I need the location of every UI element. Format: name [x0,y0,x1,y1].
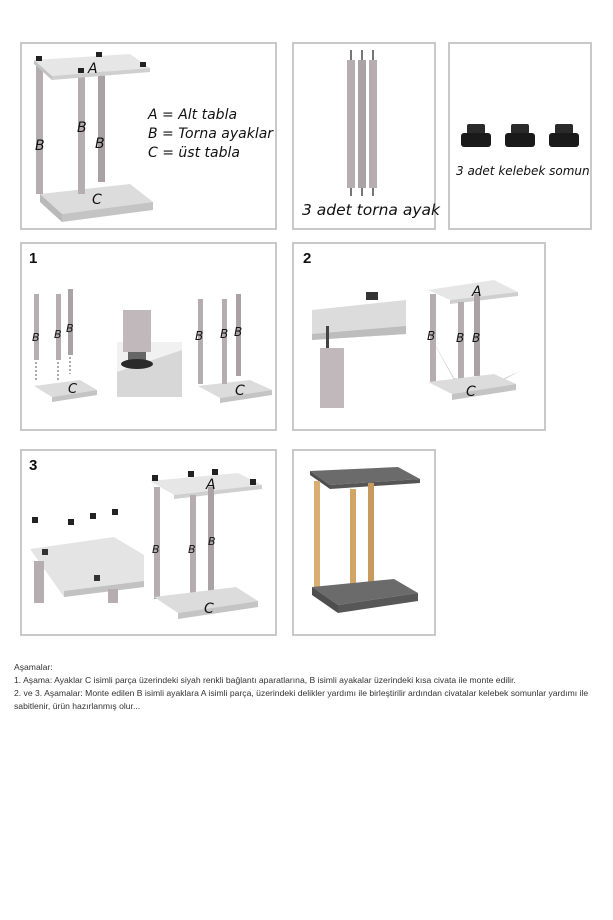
instructions-step-2-3: 2. ve 3. Aşamalar: Monte edilen B isimli… [14,688,589,711]
label-a: A [205,477,216,493]
step-1-number: 1 [29,250,38,267]
label-b-right: B [95,136,105,152]
legend-item-b: B = Torna ayaklar [148,126,274,142]
finished-product-panel [292,449,436,636]
instructions-heading: Aşamalar: [14,662,53,672]
label-c: C [68,382,78,397]
label-b: B [456,331,464,345]
step-2-panel: 2 A B B B C [292,242,546,431]
parts-legend: A = Alt tabla B = Torna ayaklar C = üst … [148,106,273,163]
label-c: C [92,192,102,208]
wing-nut-icon [549,124,579,147]
step-2-illustration: A B B B C [312,280,522,408]
label-c: C [204,601,214,617]
step-1-illustration: B B B C B B B C [32,289,272,403]
label-c: C [466,384,476,400]
parts-overview-panel: A B B B C A = Alt tabla B = Torna ayakla… [20,42,277,230]
step-3-panel: 3 A B B B C [20,449,277,636]
label-b: B [427,329,435,343]
label-a: A [87,61,98,77]
step-3-number: 3 [29,457,38,474]
wing-nuts-panel: 3 adet kelebek somun [448,42,592,230]
legend-item-c: C = üst tabla [148,145,240,161]
label-b: B [234,325,242,339]
label-b: B [195,329,203,343]
label-b: B [54,328,62,341]
instructions-step-1: 1. Aşama: Ayaklar C isimli parça üzerind… [14,675,516,685]
legend-item-a: A = Alt tabla [148,107,238,123]
legs-caption: 3 adet torna ayak [302,201,440,219]
step-1-panel: 1 B B B C B B B C [20,242,277,431]
wing-nuts-illustration [461,124,579,147]
assembly-instructions: Aşamalar: 1. Aşama: Ayaklar C isimli par… [14,661,604,713]
label-b: B [66,322,74,335]
label-b: B [220,327,228,341]
label-b: B [32,331,40,344]
side-table-parts-illustration: A B B B C [34,52,153,222]
finished-table-illustration [310,467,420,613]
label-b: B [152,543,160,556]
wing-nut-icon [505,124,535,147]
wing-nuts-caption: 3 adet kelebek somun [456,164,590,178]
label-b: B [208,535,216,548]
label-b: B [472,331,480,345]
step-2-number: 2 [303,250,312,267]
label-b-left: B [35,138,45,154]
label-c: C [235,383,245,399]
label-b: B [188,543,196,556]
label-a: A [471,284,482,300]
label-b-middle: B [77,120,87,136]
legs-panel: 3 adet torna ayak [292,42,440,230]
wing-nut-icon [461,124,491,147]
step-3-illustration: A B B B C [30,469,262,619]
turned-legs-illustration [347,50,377,196]
